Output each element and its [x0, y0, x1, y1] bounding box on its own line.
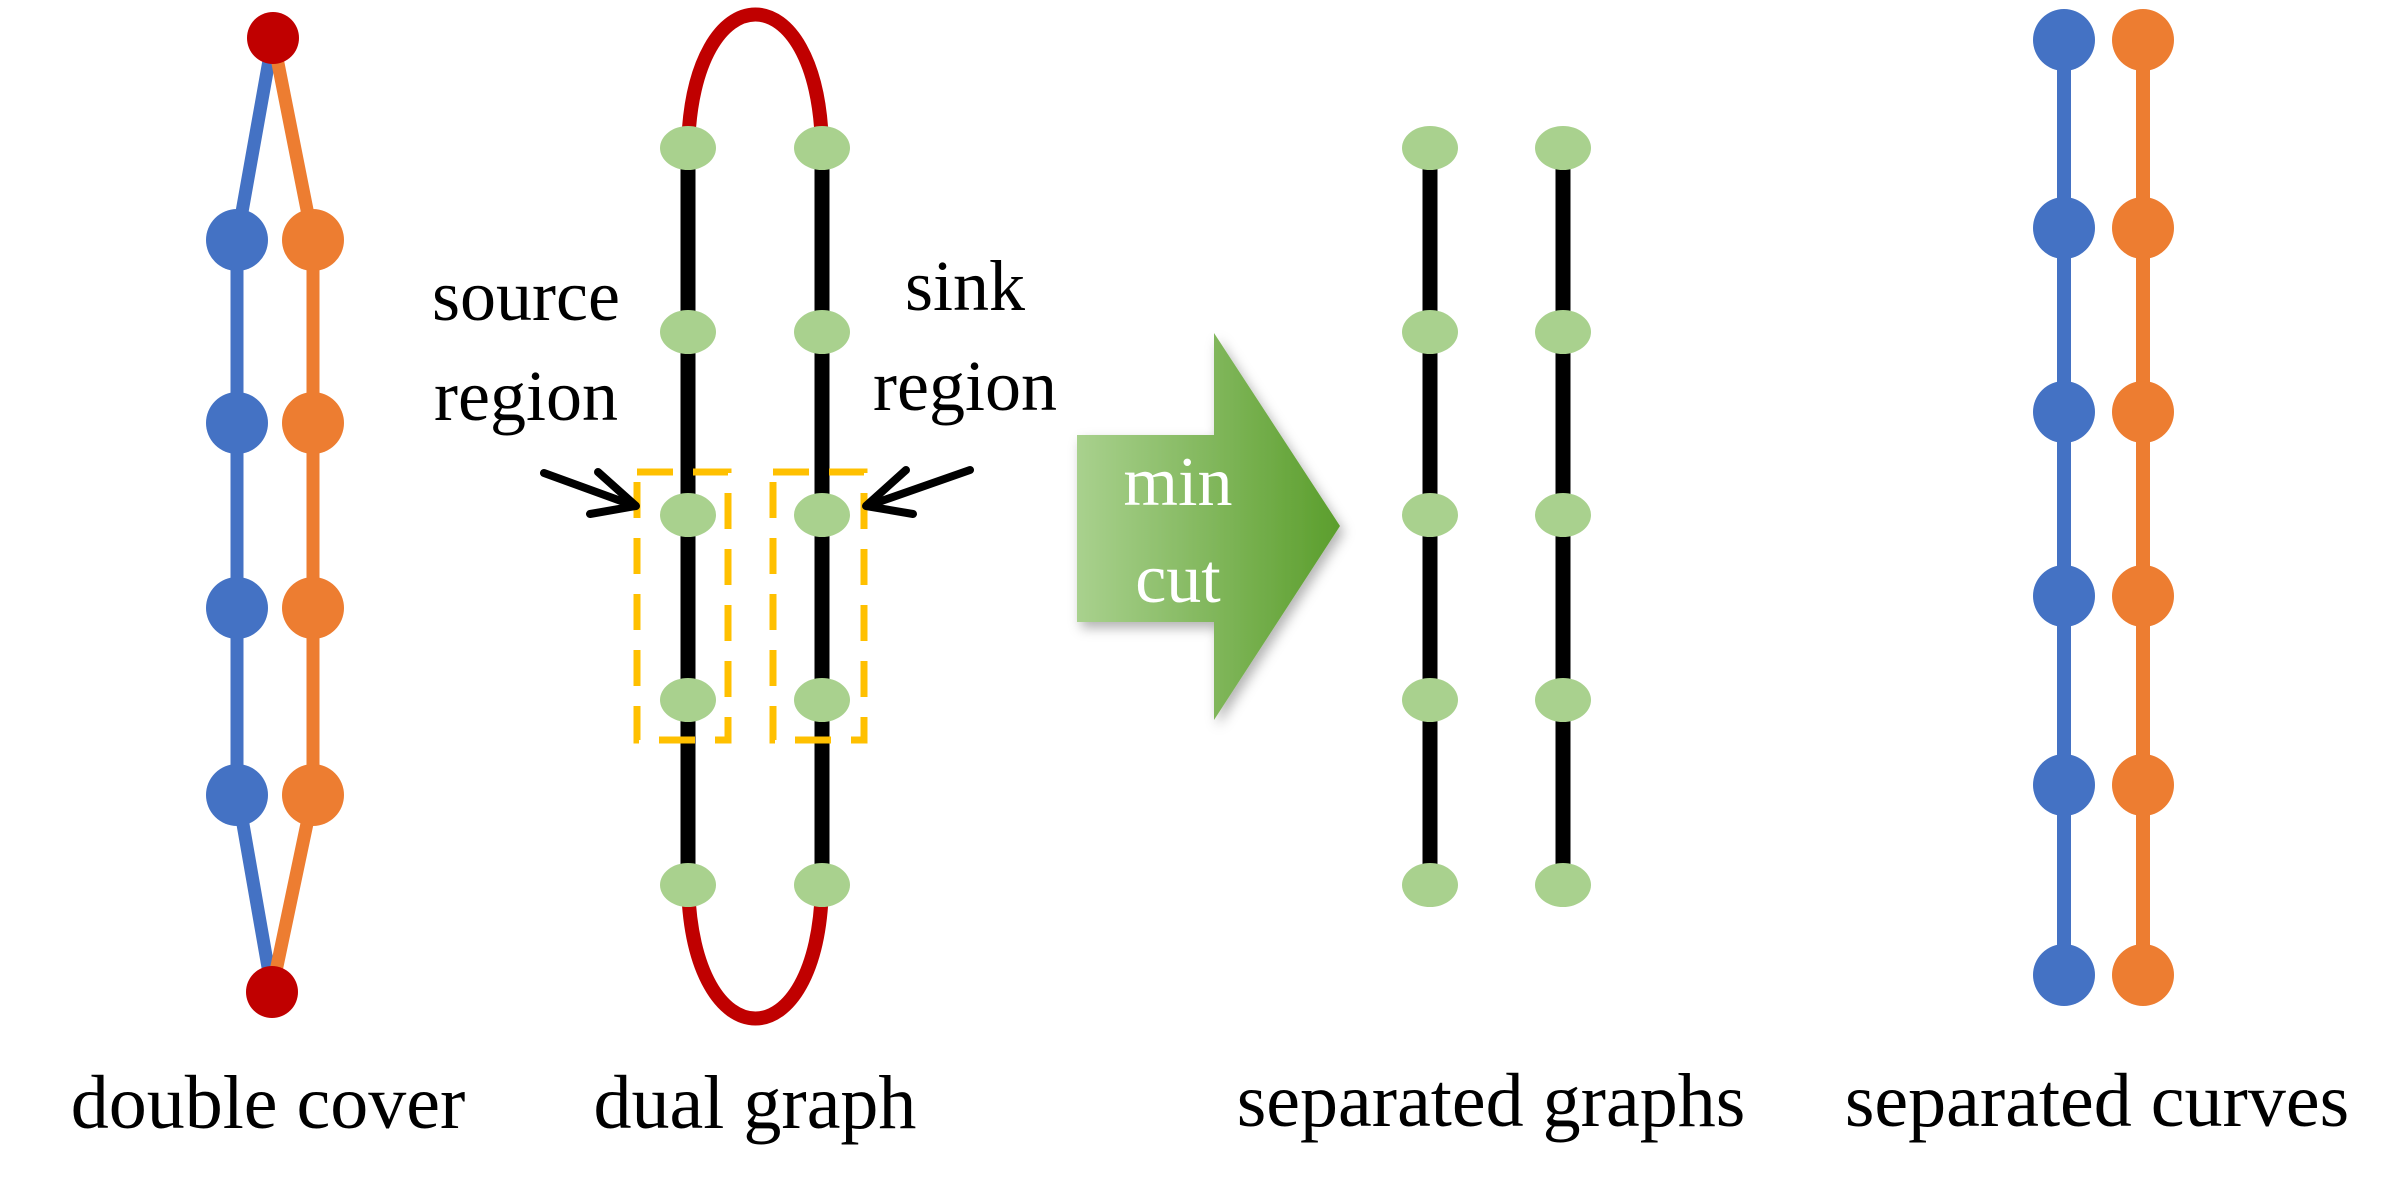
dual-graph-red-top-arc — [681, 7, 829, 149]
orange-node — [2112, 754, 2174, 816]
blue-node — [2033, 565, 2095, 627]
dual-node — [1402, 863, 1458, 907]
blue-node — [206, 209, 268, 271]
dual-node — [794, 863, 850, 907]
blue-node — [206, 392, 268, 454]
double-cover-panel — [206, 12, 344, 1018]
min-cut-arrow-shape — [1077, 333, 1340, 720]
source-region-box — [633, 468, 732, 744]
blue-node — [2033, 381, 2095, 443]
dual-node — [1402, 310, 1458, 354]
sink-region-label-line1: sink — [905, 246, 1025, 326]
caption-separated-graphs: separated graphs — [1237, 1059, 1746, 1143]
separated-graphs-panel — [1402, 126, 1591, 907]
dual-node — [660, 310, 716, 354]
blue-node — [206, 577, 268, 639]
sink-region-label-line2: region — [873, 346, 1057, 426]
dual-node — [1535, 310, 1591, 354]
dual-node — [660, 863, 716, 907]
source-pointer-arrow-icon — [540, 468, 640, 518]
caption-double-cover: double cover — [71, 1061, 466, 1145]
source-region-label-line2: region — [434, 356, 618, 436]
dual-node — [794, 310, 850, 354]
dual-node — [794, 493, 850, 537]
blue-node — [206, 764, 268, 826]
separated-curves-panel — [2033, 9, 2174, 1006]
orange-node — [2112, 565, 2174, 627]
orange-node — [2112, 381, 2174, 443]
dual-node — [660, 126, 716, 170]
orange-node — [282, 577, 344, 639]
source-region-label-line1: source — [432, 256, 620, 336]
blue-node — [2033, 9, 2095, 71]
orange-node — [282, 764, 344, 826]
dual-node — [660, 678, 716, 722]
red-endpoint-node — [247, 12, 299, 64]
dual-node — [1402, 493, 1458, 537]
orange-node — [282, 392, 344, 454]
orange-node — [2112, 9, 2174, 71]
orange-node — [282, 209, 344, 271]
orange-node — [2112, 944, 2174, 1006]
red-endpoint-node — [246, 966, 298, 1018]
dual-node — [794, 126, 850, 170]
dual-node — [1402, 678, 1458, 722]
dual-node — [1535, 126, 1591, 170]
double-cover-blue-curve — [230, 36, 280, 992]
min-cut-arrow: min cut — [1077, 333, 1340, 720]
sink-region-box — [769, 468, 868, 744]
min-cut-label-line1: min — [1124, 444, 1233, 521]
orange-node — [2112, 197, 2174, 259]
dual-graph-panel: source region sink region — [432, 7, 1057, 1026]
blue-node — [2033, 197, 2095, 259]
blue-node — [2033, 754, 2095, 816]
dual-node — [1535, 863, 1591, 907]
dual-node — [1402, 126, 1458, 170]
sink-pointer-arrow-icon — [862, 466, 974, 518]
caption-separated-curves: separated curves — [1845, 1059, 2349, 1143]
dual-node — [660, 493, 716, 537]
dual-node — [794, 678, 850, 722]
dual-graph-red-bottom-arc — [681, 884, 829, 1026]
double-cover-orange-curve — [265, 36, 320, 992]
blue-node — [2033, 944, 2095, 1006]
caption-dual-graph: dual graph — [594, 1061, 917, 1145]
dual-node — [1535, 493, 1591, 537]
dual-node — [1535, 678, 1591, 722]
min-cut-label-line2: cut — [1135, 541, 1221, 618]
